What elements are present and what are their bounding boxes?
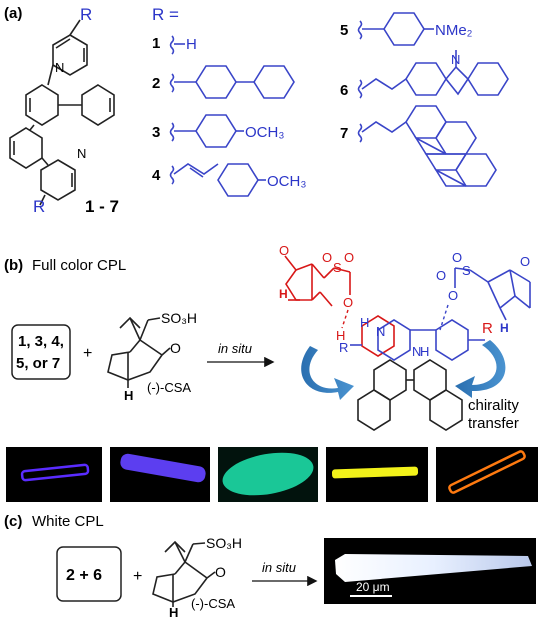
chirality-line1: chirality bbox=[468, 397, 519, 414]
complex-r-right: R bbox=[482, 320, 493, 337]
complex-bipyridine bbox=[350, 315, 485, 431]
csa-structure-b bbox=[107, 316, 171, 388]
complex-r-left: R bbox=[339, 340, 348, 355]
entry-2-num: 2 bbox=[152, 75, 160, 92]
complex-o-red4: O bbox=[343, 295, 353, 310]
complex-o-red2: O bbox=[322, 250, 332, 265]
panel-a: (a) R N N R bbox=[4, 5, 509, 216]
entry-3-num: 3 bbox=[152, 124, 160, 141]
compounds-box-c bbox=[56, 546, 122, 602]
white-crystal-glow bbox=[335, 554, 532, 582]
entry-4-text: OCH₃ bbox=[267, 173, 306, 190]
core-n-bottom: N bbox=[77, 146, 86, 161]
panel-a-label: (a) bbox=[4, 5, 22, 22]
crystal-photo-strip bbox=[6, 447, 538, 502]
crystal-glow-1 bbox=[20, 463, 90, 482]
carbonyl-c: O bbox=[215, 564, 226, 580]
curved-arrow-left bbox=[301, 346, 354, 400]
entry-5-text: NMe₂ bbox=[435, 22, 473, 39]
so3h-c: SO₃H bbox=[206, 535, 242, 551]
compounds-line1: 1, 3, 4, bbox=[18, 333, 64, 350]
complex-csa-left bbox=[284, 255, 351, 307]
complex-s-red: S bbox=[333, 260, 342, 275]
crystal-glow-4 bbox=[331, 466, 419, 479]
complex-csa-right bbox=[454, 267, 531, 321]
complex-n-left: N bbox=[376, 324, 385, 339]
so3h-b: SO₃H bbox=[161, 310, 197, 326]
complex-o-red3: O bbox=[344, 250, 354, 265]
crystal-glow-3 bbox=[222, 452, 314, 496]
crystal-glow-2 bbox=[120, 453, 206, 483]
arrow-label-c: in situ bbox=[262, 560, 296, 575]
arrow-label-b: in situ bbox=[218, 341, 252, 356]
entry-6-text: N bbox=[451, 52, 460, 67]
complex-o-red: O bbox=[279, 243, 289, 258]
chirality-line2: transfer bbox=[468, 415, 519, 432]
complex-h-red2: H bbox=[336, 328, 345, 343]
csa-label-c: (-)-CSA bbox=[191, 596, 235, 611]
entry-1-text: H bbox=[186, 36, 197, 53]
r-equals: R = bbox=[152, 5, 179, 24]
csa-structure-c bbox=[152, 540, 216, 607]
plus-sign-b: + bbox=[83, 345, 92, 362]
entry-4-num: 4 bbox=[152, 167, 161, 184]
complex-h-left: H bbox=[360, 315, 369, 330]
complex-o-blue: O bbox=[452, 250, 462, 265]
core-structure bbox=[9, 19, 115, 206]
crystal-photo-5 bbox=[436, 447, 538, 502]
complex-o-blue2: O bbox=[436, 268, 446, 283]
panel-c-label: (c) bbox=[4, 513, 22, 530]
core-r-bottom: R bbox=[33, 197, 45, 216]
panel-c-title: White CPL bbox=[32, 513, 104, 530]
carbonyl-b: O bbox=[170, 340, 181, 356]
entry-6-num: 6 bbox=[340, 82, 348, 99]
csa-label-b: (-)-CSA bbox=[147, 380, 191, 395]
panel-b-label: (b) bbox=[4, 257, 23, 274]
complex-h-red: H bbox=[279, 287, 288, 301]
entry-3-text: OCH₃ bbox=[245, 124, 284, 141]
compounds-box bbox=[11, 324, 71, 380]
complex-h-blue: H bbox=[500, 321, 509, 335]
crystal-photo-1 bbox=[6, 447, 102, 502]
panel-b: (b) Full color CPL 1, 3, 4, 5, or 7 + SO… bbox=[4, 243, 538, 502]
complex-o-blue3: O bbox=[448, 288, 458, 303]
crystal-glow-5 bbox=[448, 450, 526, 494]
complex-o-blue4: O bbox=[520, 254, 530, 269]
panel-b-title: Full color CPL bbox=[32, 257, 126, 274]
panel-c: (c) White CPL 2 + 6 + SO₃H O H (-)-CSA i… bbox=[4, 513, 536, 620]
scale-bar-label: 20 μm bbox=[356, 580, 390, 594]
core-n-top: N bbox=[55, 60, 64, 75]
compounds-c: 2 + 6 bbox=[66, 567, 102, 584]
compounds-line2: 5, or 7 bbox=[16, 355, 60, 372]
complex-s-blue: S bbox=[462, 263, 471, 278]
compound-range: 1 - 7 bbox=[85, 197, 119, 216]
entry-5-num: 5 bbox=[340, 22, 348, 39]
core-r-top: R bbox=[80, 5, 92, 24]
complex-h-right: H bbox=[420, 344, 429, 359]
complex-n-right: N bbox=[412, 344, 421, 359]
h-atom-b: H bbox=[124, 388, 133, 403]
h-atom-c: H bbox=[169, 605, 178, 620]
curved-arrow-right bbox=[455, 340, 506, 398]
plus-sign-c: + bbox=[133, 568, 142, 585]
entry-1-num: 1 bbox=[152, 35, 160, 52]
entry-7-num: 7 bbox=[340, 125, 348, 142]
